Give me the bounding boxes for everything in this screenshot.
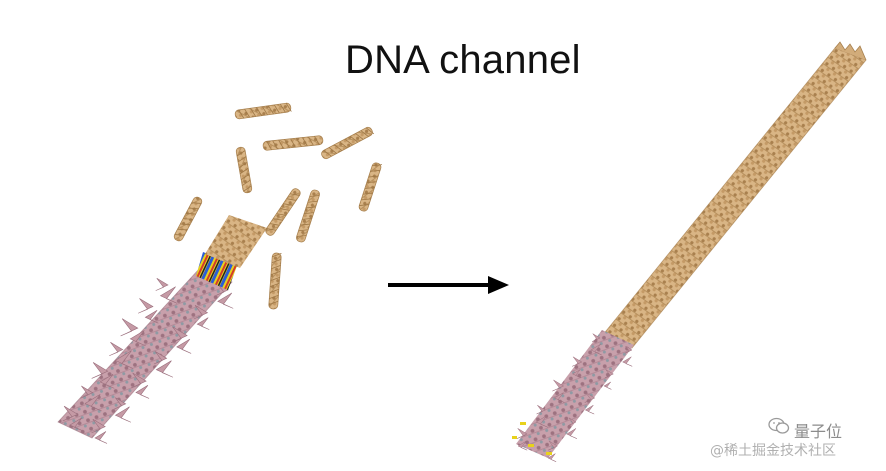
dna-bundle: [173, 196, 203, 242]
dna-bundle: [234, 102, 292, 120]
dna-bundle: [268, 252, 282, 310]
left-channel-tan-segment: [205, 215, 267, 268]
dna-bundle: [358, 162, 383, 212]
transition-arrow: [388, 276, 509, 294]
watermark-brand: 量子位: [794, 422, 843, 441]
dna-bundle: [296, 189, 320, 243]
watermark-site: @稀土掘金技术社区: [710, 443, 836, 459]
dna-bundle: [235, 146, 253, 194]
diagram-title: DNA channel: [345, 38, 581, 82]
free-dna-bundles: [173, 102, 383, 310]
left-channel-helix-band: [196, 252, 237, 290]
right-channel-pink-segment: [512, 330, 634, 462]
dna-bundle: [321, 126, 375, 160]
right-channel-tan-segment: [601, 41, 867, 349]
left-channel-pink-segment: [57, 267, 234, 444]
dna-bundle: [262, 135, 324, 151]
wechat-icon: [768, 417, 790, 434]
dna-bundle: [265, 188, 301, 236]
